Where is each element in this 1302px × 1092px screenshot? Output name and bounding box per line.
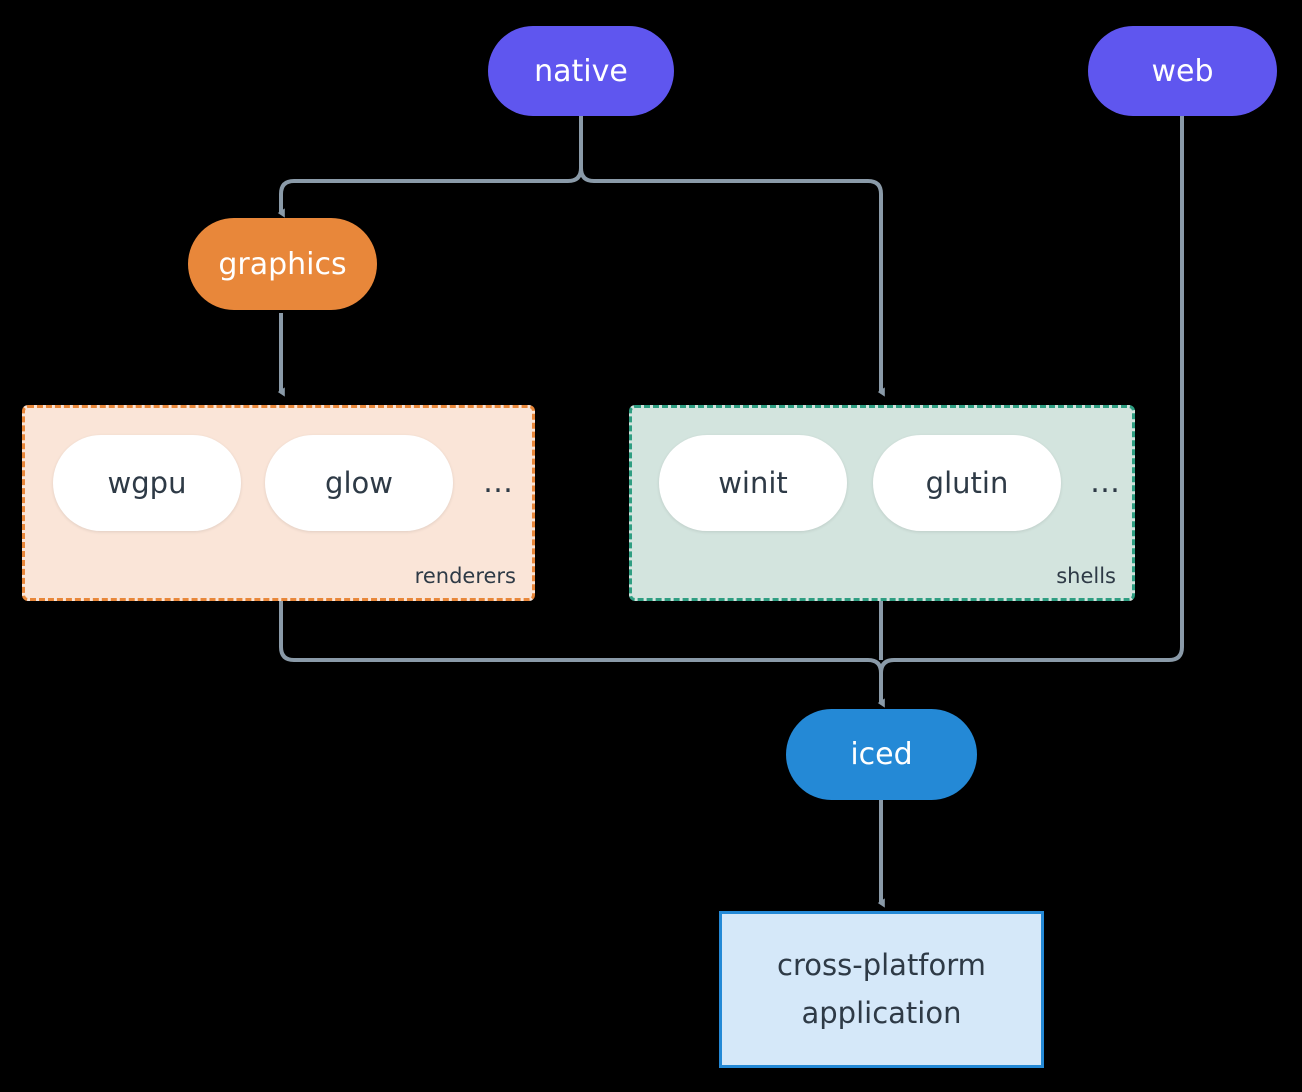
edge-junction-right-curve	[879, 658, 895, 674]
group-shells: winit glutin … shells	[629, 405, 1135, 601]
node-application-line1: cross-platform	[777, 947, 986, 982]
chip-glow-label: glow	[325, 466, 393, 500]
edge-junction-to-iced	[867, 658, 885, 708]
chip-wgpu-label: wgpu	[107, 466, 187, 500]
shells-more-ellipsis: …	[1090, 465, 1120, 500]
group-shells-label: shells	[1056, 564, 1116, 588]
renderers-more-ellipsis: …	[483, 465, 513, 500]
chip-glutin[interactable]: glutin	[873, 435, 1061, 531]
node-web[interactable]: web	[1088, 26, 1277, 116]
chip-wgpu[interactable]: wgpu	[53, 435, 241, 531]
edge-web-to-iced	[894, 113, 1184, 662]
node-web-label: web	[1151, 53, 1214, 89]
chip-winit-label: winit	[718, 466, 788, 500]
chip-glutin-label: glutin	[925, 466, 1009, 500]
node-native[interactable]: native	[488, 26, 674, 116]
edge-renderers-to-iced	[279, 601, 868, 662]
edge-native-to-graphics	[277, 167, 583, 218]
chip-glow[interactable]: glow	[265, 435, 453, 531]
node-native-label: native	[534, 53, 628, 89]
node-iced-label: iced	[850, 737, 913, 772]
group-renderers: wgpu glow … renderers	[22, 405, 535, 601]
node-graphics-label: graphics	[218, 246, 347, 282]
node-application-line2: application	[801, 995, 962, 1030]
edge-native-trunk	[579, 113, 885, 397]
chip-winit[interactable]: winit	[659, 435, 847, 531]
node-iced[interactable]: iced	[786, 709, 977, 800]
group-renderers-label: renderers	[414, 564, 516, 588]
node-application[interactable]: cross-platform application	[719, 911, 1044, 1068]
node-graphics[interactable]: graphics	[188, 218, 377, 310]
